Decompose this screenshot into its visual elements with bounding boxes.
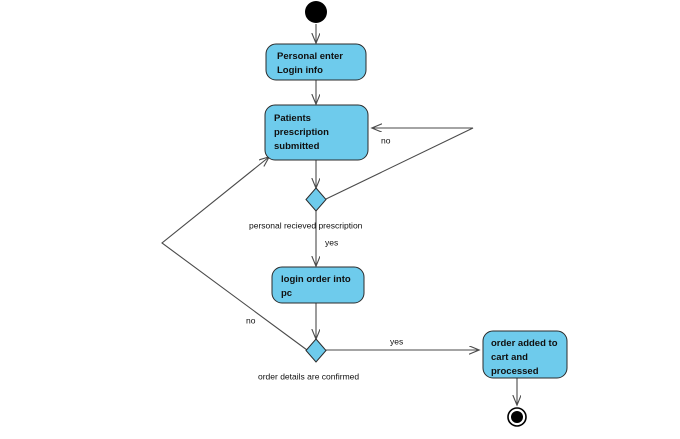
activity2-line-3: submitted: [274, 141, 320, 152]
activity4-line-1: order added to: [491, 338, 558, 349]
activity2-line-2: prescription: [274, 127, 329, 138]
activity1-line-2: Login info: [277, 65, 323, 76]
activity1-line-1: Personal enter: [277, 51, 343, 62]
edge-label-decision1-yes: yes: [325, 237, 338, 247]
activity-node-personal-enter-login-info[interactable]: [265, 43, 367, 81]
activity4-line-3: processed: [491, 366, 539, 377]
decision-node-personal-recieved-prescription[interactable]: [305, 187, 327, 212]
edge-label-decision2-yes: yes: [390, 336, 403, 346]
activity2-line-1: Patients: [274, 113, 311, 124]
activity4-line-2: cart and: [491, 352, 528, 363]
activity-node-patients-prescription-submitted[interactable]: [264, 104, 369, 161]
activity3-line-1: login order into: [281, 274, 351, 285]
decision1-caption: personal recieved prescription: [249, 220, 363, 230]
decision2-caption: order details are confirmed: [258, 371, 359, 381]
edge-label-decision1-no: no: [381, 135, 391, 145]
activity3-line-2: pc: [281, 288, 292, 299]
activity-node-login-order-into-pc[interactable]: [271, 266, 365, 304]
decision-node-order-details-are-confirmed[interactable]: [305, 338, 327, 363]
activity-node-order-added-to-cart-and-processed[interactable]: [482, 330, 568, 379]
initial-node: [305, 1, 327, 23]
edge-decision2-no-to-activity2: [161, 157, 308, 351]
edge-label-decision2-no: no: [246, 315, 256, 325]
final-node-dot: [511, 411, 523, 423]
edge-decision1-no-to-activity2: [325, 128, 474, 200]
